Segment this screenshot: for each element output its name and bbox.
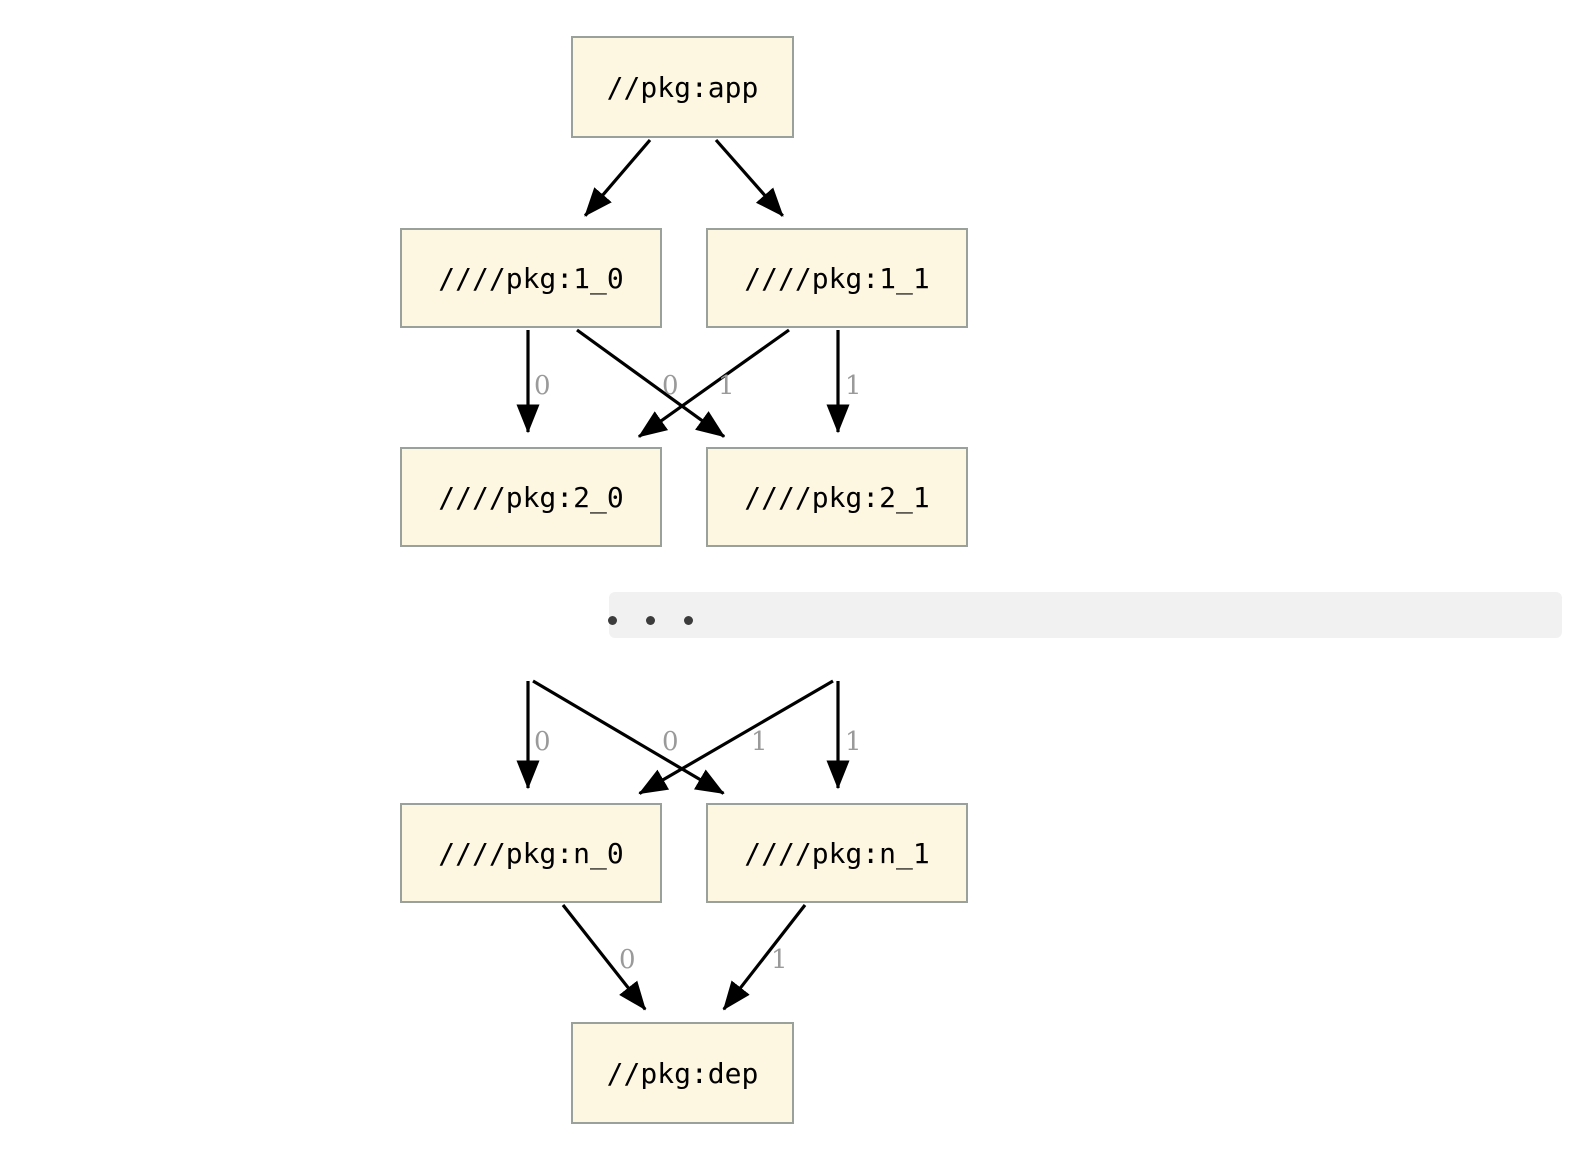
elision-dot (645, 615, 655, 625)
graph-edge-label: 1 (771, 945, 788, 975)
graph-edge-label: 1 (845, 727, 862, 757)
graph-edge-label: 0 (534, 727, 551, 757)
graph-edge-label: 0 (619, 945, 636, 975)
graph-edge-label: 0 (662, 727, 679, 757)
graph-edge (583, 138, 652, 217)
graph-node-label: ////pkg:2_0 (438, 480, 624, 514)
graph-edge-label: 0 (662, 371, 679, 401)
elision-band (609, 592, 1562, 638)
elision-dot (683, 615, 693, 625)
graph-edge (714, 138, 784, 217)
graph-edge-label: 0 (534, 371, 551, 401)
graph-edge-label: 1 (751, 727, 768, 757)
graph-node-label: ////pkg:1_1 (744, 261, 930, 295)
graph-node-app[interactable]: //pkg:app (571, 36, 794, 138)
elision-dot (607, 615, 617, 625)
graph-node-n2_0[interactable]: ////pkg:2_0 (400, 447, 662, 547)
graph-node-nn_1[interactable]: ////pkg:n_1 (706, 803, 968, 903)
graph-node-label: ////pkg:1_0 (438, 261, 624, 295)
graph-node-n1_1[interactable]: ////pkg:1_1 (706, 228, 968, 328)
graph-node-dep[interactable]: //pkg:dep (571, 1022, 794, 1124)
graph-edge (532, 679, 725, 795)
graph-edge-label: 1 (845, 371, 862, 401)
graph-edge (722, 904, 807, 1011)
graph-edge-label: 1 (718, 371, 735, 401)
graph-node-n1_0[interactable]: ////pkg:1_0 (400, 228, 662, 328)
graph-edge (576, 328, 726, 438)
graph-node-label: //pkg:app (606, 70, 759, 104)
graph-node-nn_0[interactable]: ////pkg:n_0 (400, 803, 662, 903)
graph-node-label: ////pkg:2_1 (744, 480, 930, 514)
graph-node-label: ////pkg:n_0 (438, 836, 624, 870)
graph-node-label: //pkg:dep (606, 1056, 759, 1090)
graph-node-n2_1[interactable]: ////pkg:2_1 (706, 447, 968, 547)
graph-node-label: ////pkg:n_1 (744, 836, 930, 870)
